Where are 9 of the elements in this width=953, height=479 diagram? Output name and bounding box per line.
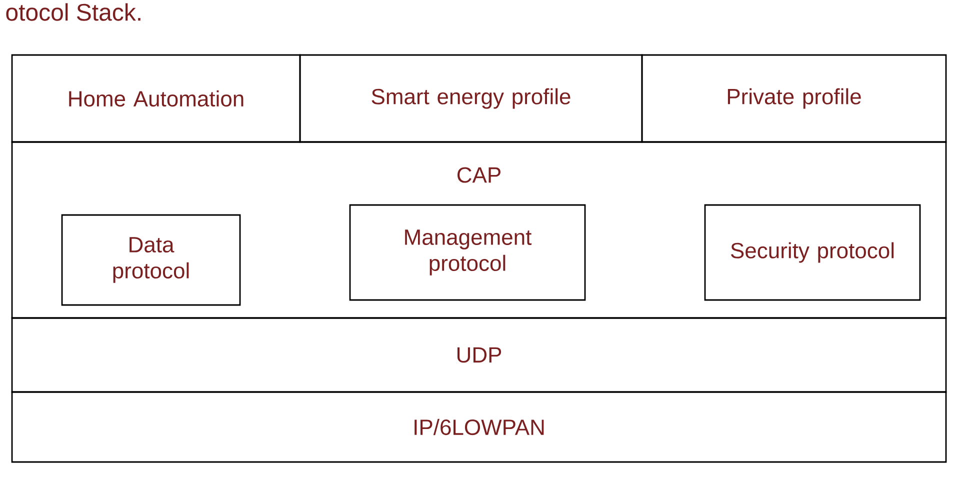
layer-cell: Smart energy profile (299, 54, 643, 143)
layer-band: IP/6LOWPAN (11, 391, 947, 463)
protocol-box: Data protocol (61, 214, 241, 306)
layer-cell: Private profile (641, 54, 947, 143)
protocol-box: Security protocol (704, 204, 921, 301)
title: otocol Stack. (6, 3, 140, 21)
layer-cell: Home Automation (11, 54, 301, 143)
layer-band: UDP (11, 317, 947, 393)
protocol-box: Management protocol (349, 204, 586, 301)
